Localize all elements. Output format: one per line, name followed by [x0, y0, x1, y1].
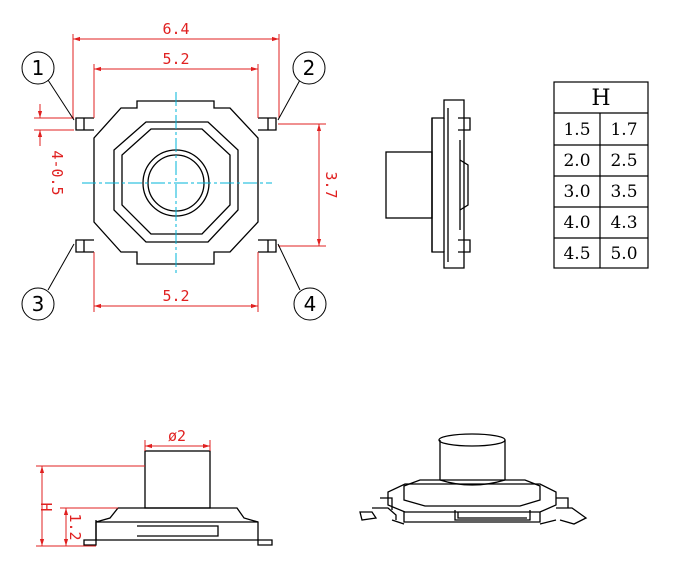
dim-pin-thickness: 4-0.5 — [48, 150, 66, 195]
height-cell-1-1: 2.5 — [610, 151, 637, 171]
callout-2: 2 — [303, 56, 316, 80]
top-view-dimensions — [34, 34, 326, 312]
height-cell-3-1: 4.3 — [610, 213, 637, 233]
height-table — [553, 81, 649, 269]
height-cell-4-1: 5.0 — [610, 244, 637, 264]
height-cell-4-0: 4.5 — [563, 244, 590, 264]
front-view — [83, 450, 273, 546]
height-cell-0-1: 1.7 — [610, 120, 637, 140]
height-cell-0-0: 1.5 — [563, 120, 590, 140]
callout-3: 3 — [32, 292, 45, 316]
height-cell-3-0: 4.0 — [563, 213, 590, 233]
callout-1: 1 — [32, 56, 45, 80]
dim-width-inner-bottom: 5.2 — [162, 287, 189, 305]
dim-width-inner-top: 5.2 — [162, 50, 189, 68]
top-view-centerlines — [82, 92, 272, 274]
callout-2-circle — [292, 51, 326, 85]
right-side-view — [385, 99, 471, 269]
height-cell-2-1: 3.5 — [610, 182, 637, 202]
dim-plunger-diameter: ø2 — [168, 427, 186, 445]
height-table-header: H — [591, 86, 610, 111]
height-cell-1-0: 2.0 — [563, 151, 590, 171]
isometric-view — [359, 433, 588, 525]
callout-4: 4 — [304, 292, 317, 316]
callout-4-circle — [293, 287, 327, 321]
callout-3-circle — [21, 287, 55, 321]
dim-total-height: H — [37, 502, 55, 511]
callouts — [21, 51, 327, 321]
front-view-dimensions — [36, 440, 211, 547]
dim-base-height: 1.2 — [66, 513, 84, 540]
dim-width-outer: 6.4 — [162, 20, 189, 38]
dim-pin-span: 3.7 — [322, 171, 340, 198]
height-cell-2-0: 3.0 — [563, 182, 590, 202]
callout-1-circle — [21, 51, 55, 85]
